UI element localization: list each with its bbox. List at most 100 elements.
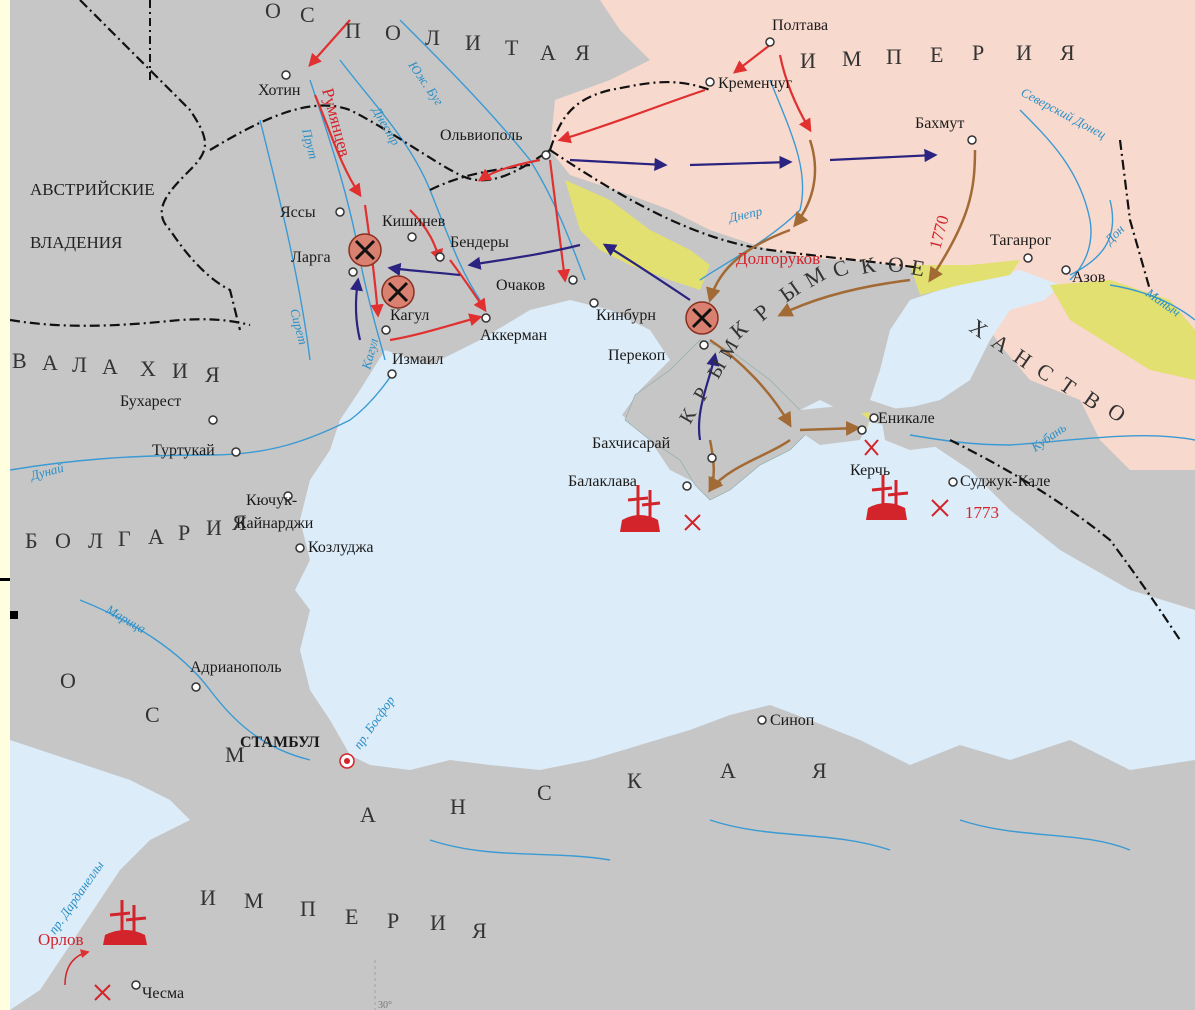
svg-text:Я: Я — [812, 758, 827, 783]
black-sea — [295, 300, 1195, 770]
svg-text:П: П — [345, 18, 361, 43]
aegean-sea — [10, 740, 190, 1010]
marker-olviopol — [541, 150, 551, 160]
border-yassy-ochakov — [429, 163, 531, 191]
marker-sinop — [757, 715, 767, 725]
label-kozludzha: Козлуджа — [308, 539, 373, 556]
svg-text:Х: Х — [140, 356, 156, 381]
svg-text:А: А — [540, 40, 556, 65]
river-maritsa-line — [79, 599, 311, 761]
svg-text:Р: Р — [387, 908, 399, 933]
svg-text:П: П — [300, 896, 316, 921]
marker-khotin — [281, 70, 291, 80]
svg-text:В: В — [12, 348, 27, 373]
label-adrianopol: Адрианополь — [190, 659, 282, 676]
svg-text:Я: Я — [472, 918, 487, 943]
svg-text:М: М — [244, 888, 264, 913]
river-label-dnepr: Днепр — [726, 203, 764, 225]
blue-arrow-2 — [689, 155, 793, 169]
label-sinop: Синоп — [770, 712, 815, 729]
label-empire-ru: И М П Е Р И Я — [800, 40, 1075, 73]
slide-bullet-square — [10, 611, 18, 619]
marker-larga — [348, 267, 358, 277]
label-stambul: СТАМБУЛ — [240, 734, 320, 751]
label-yassy: Яссы — [280, 204, 316, 221]
label-ochakov: Очаков — [496, 277, 546, 294]
svg-text:С: С — [145, 702, 160, 727]
label-bulgaria: Б О Л Г А Р И Я — [25, 510, 247, 553]
blue-arrow-4 — [467, 243, 581, 270]
svg-text:Р: Р — [972, 40, 984, 65]
label-kagul: Кагул — [390, 307, 429, 324]
label-orlov: Орлов — [38, 930, 84, 949]
marker-kremenchug — [705, 77, 715, 87]
svg-text:Я: Я — [205, 362, 220, 387]
svg-text:И: И — [465, 30, 481, 55]
svg-text:Б: Б — [25, 528, 38, 553]
label-rzecz: О С П О Л И Т А Я — [265, 0, 590, 65]
label-chesma: Чесма — [142, 985, 184, 1002]
brown-arrow-1 — [793, 139, 817, 228]
red-arrow-8 — [477, 158, 541, 182]
svg-text:А: А — [360, 802, 376, 827]
svg-text:Е: Е — [345, 904, 358, 929]
label-poltava: Полтава — [772, 17, 828, 34]
svg-text:А: А — [102, 354, 118, 379]
border-russia-ukraine — [548, 81, 711, 151]
label-taganrog: Таганрог — [990, 232, 1052, 249]
naval-battle-orlov — [64, 900, 147, 1001]
svg-text:И: И — [200, 885, 216, 910]
svg-text:М: М — [225, 742, 245, 767]
marker-balaklava — [682, 481, 692, 491]
svg-text:Я: Я — [575, 40, 590, 65]
label-austria-1: АВСТРИЙСКИЕ — [30, 180, 155, 199]
marker-chesma — [131, 980, 141, 990]
brown-arrow-5 — [709, 338, 792, 428]
battle-marker-larga — [348, 233, 382, 267]
marker-stambul — [339, 753, 355, 769]
label-turtukay: Туртукай — [152, 442, 215, 459]
svg-text:И: И — [800, 48, 816, 73]
label-kerch: Керчь — [850, 462, 890, 479]
crimea-peninsula — [624, 339, 811, 501]
label-sudzhuk: Суджук-Кале — [960, 473, 1050, 490]
label-khotin: Хотин — [258, 82, 301, 99]
svg-text:О: О — [60, 668, 76, 693]
svg-text:Т: Т — [505, 35, 519, 60]
border-olviopol-east — [549, 149, 921, 270]
label-bakhchisaray: Бахчисарай — [592, 435, 671, 452]
river-siret-line — [259, 119, 311, 361]
map-frame: АВСТРИЙСКИЕ ВЛАДЕНИЯ О С П О Л И Т А Я И… — [10, 0, 1195, 1010]
label-bukharest: Бухарест — [120, 393, 181, 410]
marker-bakhchisaray — [707, 453, 717, 463]
marker-kagul — [381, 325, 391, 335]
svg-text:И: И — [172, 358, 188, 383]
marker-azov — [1061, 265, 1071, 275]
river-bug-line — [399, 19, 586, 281]
red-arrow-2 — [313, 94, 362, 198]
brown-arrow-3 — [928, 149, 977, 283]
label-perekop: Перекоп — [608, 347, 666, 364]
steppe-zone-kuban — [1050, 280, 1195, 380]
marker-kerch — [857, 425, 867, 435]
naval-battle-kerch — [866, 475, 949, 520]
red-arrow-1 — [308, 19, 351, 67]
marker-ochakov — [568, 275, 578, 285]
svg-text:П: П — [886, 44, 902, 69]
marker-izmail — [387, 369, 397, 379]
label-ottoman-empire: И М П Е Р И Я — [200, 885, 487, 943]
brown-arrow-4 — [777, 278, 911, 317]
marker-turtukay — [231, 447, 241, 457]
svg-text:И: И — [430, 910, 446, 935]
label-ottoman: О С М А Н С К А Я — [60, 668, 827, 827]
russo-turkish-war-map: АВСТРИЙСКИЕ ВЛАДЕНИЯ О С П О Л И Т А Я И… — [10, 0, 1195, 1010]
svg-text:Л: Л — [72, 352, 87, 377]
border-austria-wallachia — [10, 318, 251, 327]
steppe-zone-west — [565, 180, 710, 290]
slide-bullet-top — [0, 578, 10, 581]
blue-arrow-3 — [829, 148, 938, 163]
river-kuban-line — [909, 434, 1195, 446]
river-manych-line — [1109, 284, 1195, 321]
marker-kuchuk — [283, 491, 293, 501]
red-arrow-5 — [449, 259, 487, 313]
